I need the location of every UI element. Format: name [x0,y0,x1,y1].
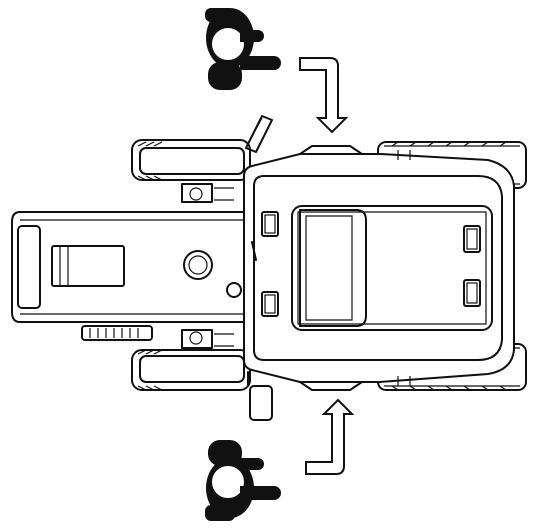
cab-step-top [299,145,411,160]
arrow-down-icon [299,57,349,134]
front-wheel-top [131,139,251,181]
tractor-top-view [11,115,527,421]
step-plate [81,325,153,341]
mirror-bottom [247,371,273,421]
operator-figure-bottom [205,440,281,521]
front-axle-detail-bottom [181,329,234,349]
front-axle-detail-top [181,183,234,203]
operator-figure-top [205,8,281,90]
mirror-top [245,115,273,153]
hood [11,211,251,323]
front-wheel-bottom [131,349,251,391]
cab [243,153,515,383]
exhaust-pipe [183,250,213,280]
fuel-cap [226,282,242,298]
cab-step-bottom [299,376,411,391]
arrow-up-icon [305,398,355,475]
